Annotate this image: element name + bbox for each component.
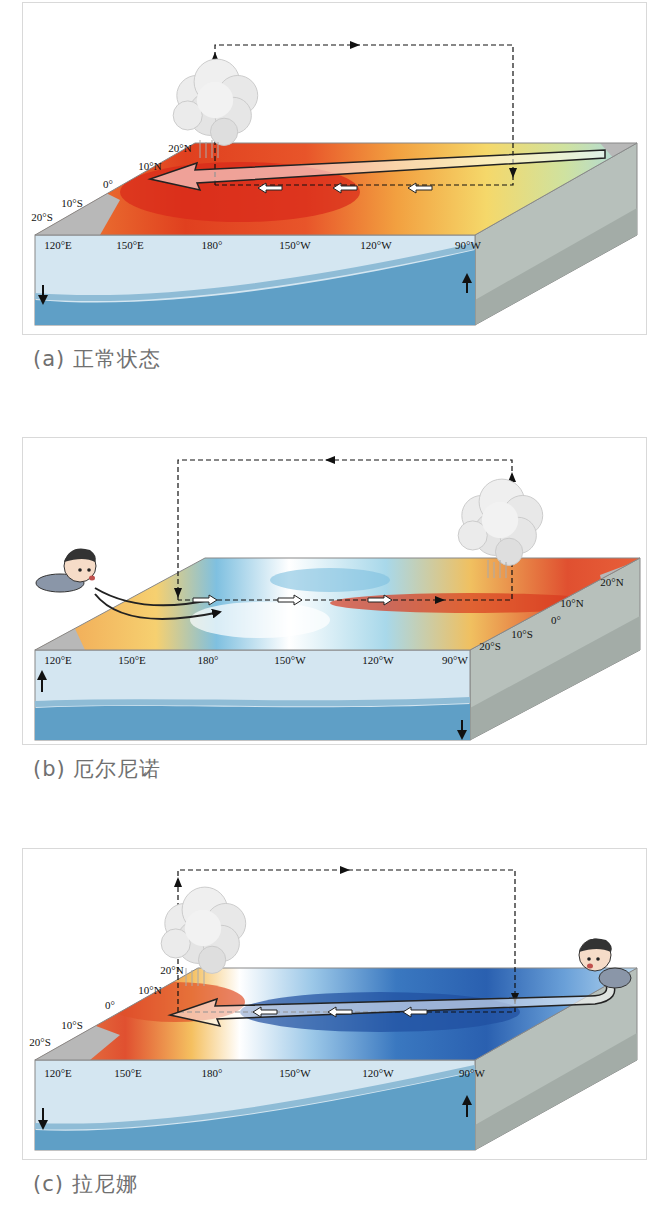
vertical-arrow <box>42 1108 44 1128</box>
wind-symbol <box>278 595 302 605</box>
coordinate-label: 120°E <box>44 239 72 251</box>
vertical-arrow <box>42 285 44 303</box>
convection-cloud <box>173 59 258 145</box>
sea-surface <box>35 558 640 650</box>
coordinate-label: 0° <box>105 999 115 1011</box>
coordinate-label: 20°N <box>600 576 623 588</box>
la-nina-panel-art <box>35 866 637 1150</box>
panel-frame: (a) 正常状态 <box>22 2 647 335</box>
wind-symbol <box>253 1007 277 1017</box>
coordinate-label: 150°W <box>279 239 310 251</box>
coordinate-label: 10°S <box>511 628 533 640</box>
sea-surface <box>35 968 637 1060</box>
wind-gust <box>95 588 210 605</box>
coordinate-label: 20°N <box>160 964 183 976</box>
coordinate-label: 150°W <box>279 1067 310 1079</box>
surface-edge <box>35 143 637 235</box>
surface-edge <box>35 968 637 1060</box>
trade-wind-arrow <box>170 980 615 1026</box>
cool-patch <box>190 602 330 638</box>
rain <box>200 140 218 158</box>
coordinate-label: 10°N <box>138 160 161 172</box>
normal-panel-art <box>35 41 637 325</box>
panel-caption: (a) 正常状态 <box>33 345 161 373</box>
coordinate-label: 150°E <box>118 654 146 666</box>
el-nino-panel-art <box>35 456 640 740</box>
vertical-arrow <box>41 672 43 692</box>
rain <box>186 968 204 986</box>
coordinate-label: 20°N <box>168 142 191 154</box>
coordinate-label: 10°S <box>61 197 83 209</box>
cool-patch <box>270 568 390 592</box>
coordinate-label: 120°W <box>362 654 393 666</box>
rain <box>488 560 506 578</box>
coordinate-label: 150°E <box>116 239 144 251</box>
flow-arrowhead <box>350 41 360 49</box>
coordinate-label: 20°S <box>29 1036 51 1048</box>
wind-symbol <box>328 1007 352 1017</box>
panel-frame: (c) 拉尼娜 <box>22 848 647 1160</box>
block-side-deep <box>475 208 637 325</box>
wind-symbol <box>258 183 282 193</box>
coordinate-label: 150°W <box>274 654 305 666</box>
panel-caption: (b) 厄尔尼诺 <box>33 755 161 783</box>
child-figure <box>579 939 631 989</box>
coordinate-label: 120°W <box>360 239 391 251</box>
coordinate-label: 180° <box>198 654 219 666</box>
coordinate-label: 20°S <box>31 211 53 223</box>
child-figure <box>36 549 96 593</box>
convection-cloud <box>458 479 543 565</box>
wind-symbol <box>408 183 432 193</box>
convection-cloud <box>161 887 246 973</box>
thermocline <box>35 246 475 298</box>
block-front <box>35 650 470 740</box>
wind-symbol <box>403 1007 427 1017</box>
warm-anomaly <box>330 593 610 613</box>
flow-arrowhead <box>435 596 445 604</box>
coordinate-label: 10°S <box>61 1019 83 1031</box>
thermocline-layer <box>35 704 470 740</box>
coordinate-label: 180° <box>202 1067 223 1079</box>
flow-arrowhead <box>509 168 517 178</box>
flow-arrowhead <box>340 866 350 874</box>
flow-arrowhead <box>325 456 335 464</box>
coordinate-label: 0° <box>551 614 561 626</box>
coordinate-label: 90°W <box>455 239 481 251</box>
panel-caption: (c) 拉尼娜 <box>33 1170 138 1198</box>
vertical-arrow <box>466 1097 468 1117</box>
coordinate-label: 150°E <box>114 1067 142 1079</box>
flow-arrowhead <box>174 877 182 887</box>
wind-symbol <box>368 595 392 605</box>
flow-arrowhead <box>174 588 182 598</box>
block-side-deep <box>475 1033 637 1150</box>
panel-frame: (b) 厄尔尼诺 <box>22 437 647 745</box>
surface-edge <box>35 558 640 650</box>
coordinate-label: 10°N <box>138 984 161 996</box>
coordinate-label: 120°W <box>362 1067 393 1079</box>
sea-surface <box>35 143 637 235</box>
coordinate-label: 20°S <box>479 640 501 652</box>
trade-wind-arrow <box>150 150 605 190</box>
coordinate-label: 0° <box>103 178 113 190</box>
block-front <box>35 235 475 325</box>
coordinate-label: 90°W <box>459 1067 485 1079</box>
block-front <box>35 1060 475 1150</box>
wind-gust <box>95 594 220 619</box>
wind-symbol <box>193 595 217 605</box>
vertical-arrow <box>461 720 463 738</box>
coordinate-label: 90°W <box>442 654 468 666</box>
land <box>35 618 85 650</box>
coordinate-label: 120°E <box>44 1067 72 1079</box>
wind-symbol <box>333 183 357 193</box>
coordinate-label: 120°E <box>44 654 72 666</box>
coordinate-label: 180° <box>202 239 223 251</box>
coordinate-label: 10°N <box>560 597 583 609</box>
thermocline <box>35 700 470 704</box>
thermocline <box>35 1068 475 1127</box>
vertical-arrow <box>466 275 468 293</box>
